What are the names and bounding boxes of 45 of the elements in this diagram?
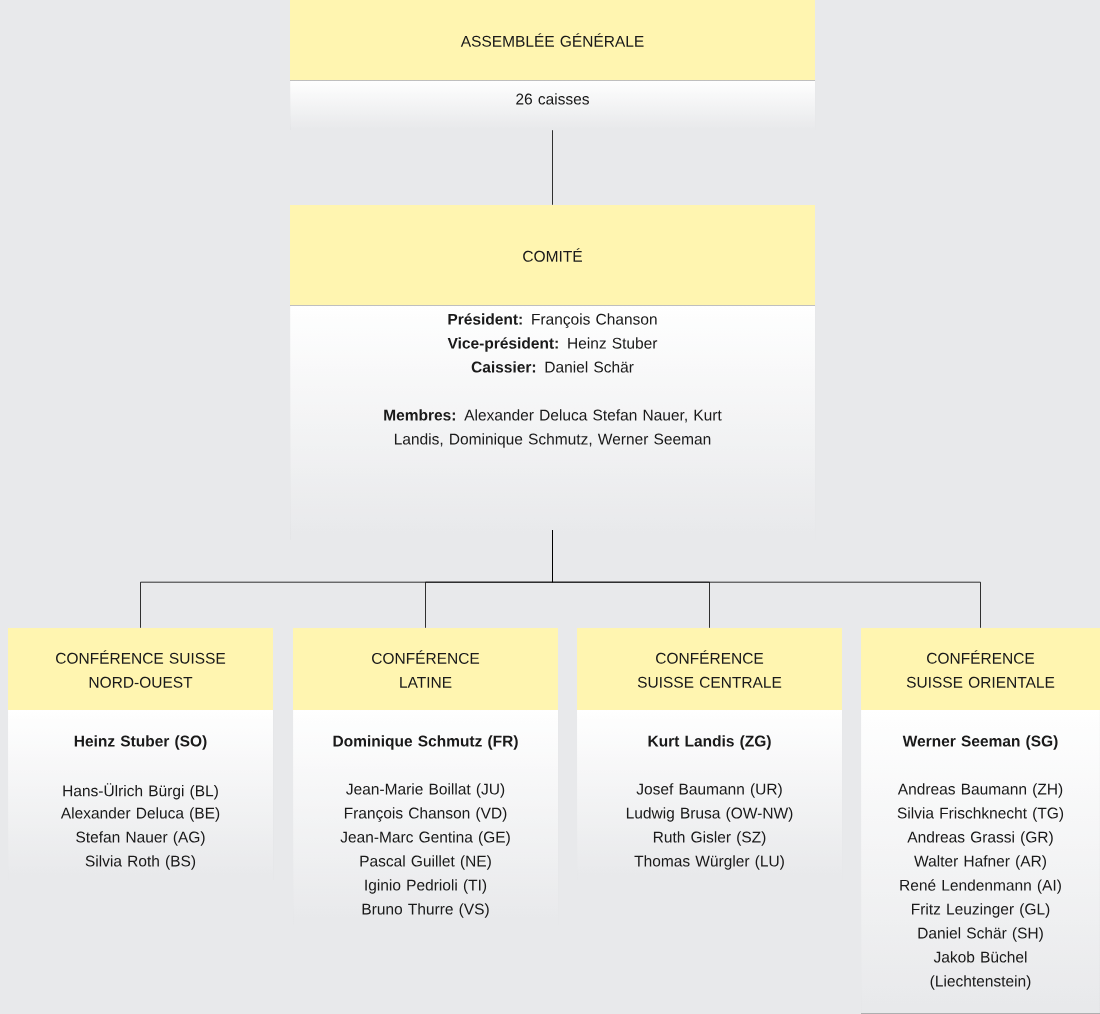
person-name: Ruth Gisler (SZ) — [653, 831, 766, 846]
box-heading: CONFÉRENCE SUISSE CENTRALE — [637, 650, 782, 688]
box-heading: COMITÉ — [523, 248, 582, 262]
org-box — [8, 628, 273, 880]
org-box — [861, 628, 1100, 1014]
person-name: Pascal Guillet (NE) — [360, 855, 491, 870]
person-name: Kurt Landis (ZG) — [648, 735, 771, 750]
role-line: Caissier: Daniel Schär — [471, 361, 634, 373]
box-heading: CONFÉRENCE SUISSE NORD-OUEST — [56, 650, 226, 688]
person-name: François Chanson (VD) — [344, 807, 507, 822]
org-box — [293, 628, 558, 925]
person-name: Jean-Marie Boillat (JU) — [346, 783, 505, 798]
role-line: Membres: Alexander Deluca Stefan Nauer, Kurt Landis, Dominique Schmutz, Werner Seeman — [384, 409, 722, 448]
connector-line — [552, 129, 553, 206]
box-heading: CONFÉRENCE SUISSE ORIENTALE — [906, 650, 1055, 688]
person-name: Silvia Roth (BS) — [85, 855, 196, 870]
role-line: Président: François Chanson — [448, 313, 657, 328]
person-name: Jean-Marc Gentina (GE) — [340, 831, 510, 846]
person-name: Daniel Schär (SH) — [918, 927, 1043, 942]
person-name: Alexander Deluca (BE) — [60, 807, 220, 822]
person-name: Stefan Nauer (AG) — [76, 831, 205, 846]
person-name: Thomas Würgler (LU) — [634, 855, 784, 870]
person-name: Hans-Ülrich Bürgi (BL) — [63, 783, 218, 800]
connector-line — [552, 529, 981, 629]
person-name: Silvia Frischknecht (TG) — [897, 807, 1064, 822]
person-name: Josef Baumann (UR) — [636, 783, 782, 798]
person-name: Andreas Baumann (ZH) — [897, 783, 1063, 798]
person-name: René Lendenmann (AI) — [900, 879, 1061, 894]
person-name: Jakob Büchel (Liechtenstein) — [930, 951, 1031, 990]
person-name: Fritz Leuzinger (GL) — [912, 903, 1050, 918]
role-line: Vice-président: Heinz Stuber — [447, 337, 658, 352]
person-name: Bruno Thurre (VS) — [362, 903, 489, 918]
person-name: Dominique Schmutz (FR) — [333, 735, 518, 750]
org-box — [290, 205, 815, 540]
person-name: Walter Hafner (AR) — [914, 855, 1046, 870]
person-name: Andreas Grassi (GR) — [907, 831, 1053, 846]
person-name: Ludwig Brusa (OW-NW) — [626, 807, 793, 822]
person-name: Iginio Pedrioli (TI) — [365, 879, 487, 894]
box-heading: ASSEMBLÉE GÉNÉRALE — [460, 33, 644, 47]
org-box — [290, 0, 815, 130]
box-heading: CONFÉRENCE LATINE — [372, 650, 480, 688]
person-name: Heinz Stuber (SO) — [74, 735, 207, 750]
member-count: 26 caisses — [516, 93, 589, 105]
person-name: Werner Seeman (SG) — [902, 735, 1058, 750]
org-box — [577, 628, 842, 880]
